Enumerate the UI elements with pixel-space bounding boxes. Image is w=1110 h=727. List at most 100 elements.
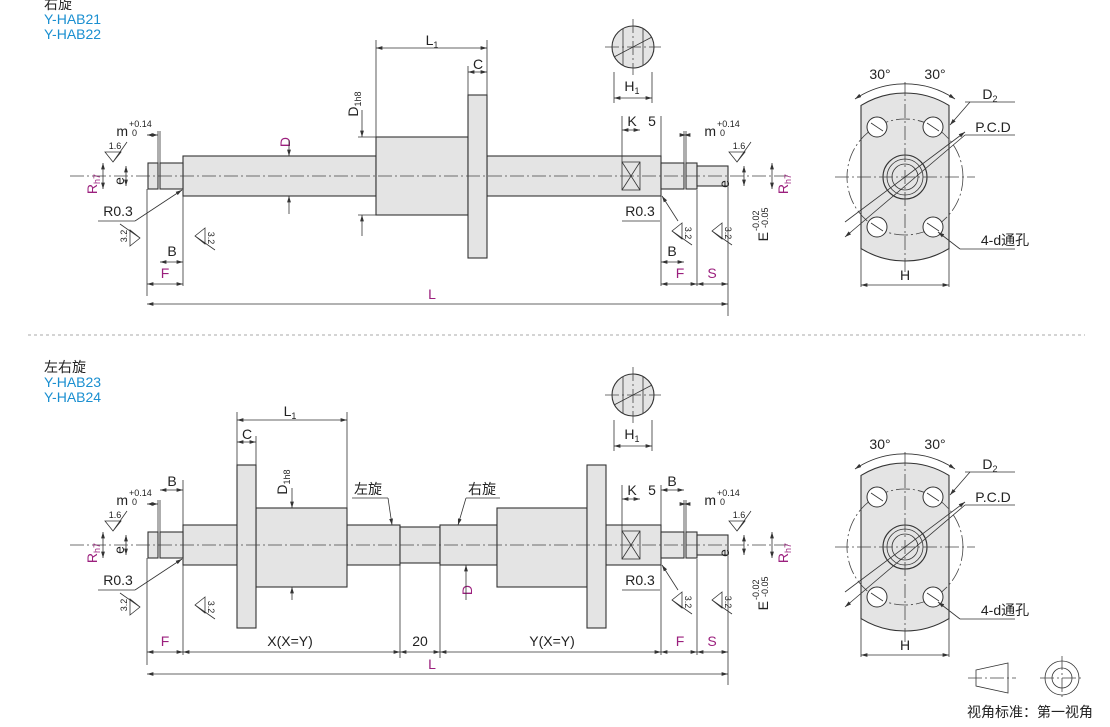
Rh7-label-right: Rh7 xyxy=(775,174,793,194)
B-label-right: B xyxy=(667,243,676,259)
tolerance-lower: -0.05 xyxy=(760,207,770,228)
tolerance-upper: +0.14 xyxy=(129,488,152,498)
D2-label: D2 xyxy=(982,456,997,474)
line xyxy=(926,222,940,232)
roughness-value: 1.6 xyxy=(733,510,746,520)
tolerance-lower: -0.05 xyxy=(760,576,770,597)
label-main: m xyxy=(116,123,128,139)
label-main: m xyxy=(116,492,128,508)
roughness-value: 3.2 xyxy=(206,601,216,614)
line xyxy=(926,592,940,602)
roughness-triangle-icon xyxy=(728,141,752,163)
L-label: L xyxy=(428,656,436,672)
line xyxy=(613,36,653,58)
section-header-left-right-hand: 左右旋 Y-HAB23 Y-HAB24 xyxy=(44,360,101,405)
toleranced-label: m+0.140 xyxy=(116,119,151,139)
label-subscript: 1 xyxy=(635,434,640,444)
nut-body-left xyxy=(255,507,348,588)
surface-roughness-symbol: 3.2 xyxy=(711,591,733,615)
surface-roughness-symbol: 3.2 xyxy=(194,596,216,620)
B-label: B xyxy=(167,243,176,259)
leader-arrow xyxy=(949,471,971,496)
dimension-label: K xyxy=(627,113,637,129)
leader-arrow xyxy=(134,189,183,222)
dimension-label: 5 xyxy=(648,482,656,498)
nut-flange xyxy=(467,94,488,259)
first-angle-cone-icon xyxy=(975,662,1009,694)
angle-label: 30° xyxy=(869,66,890,82)
label-main: D xyxy=(982,456,992,472)
label-main: R xyxy=(775,184,791,194)
tolerance-upper: +0.14 xyxy=(717,488,740,498)
roughness-triangle-icon xyxy=(119,592,141,616)
tolerance-upper: -0.02 xyxy=(751,210,761,231)
toleranced-label: E-0.02-0.05 xyxy=(751,576,771,610)
model-code: Y-HAB22 xyxy=(44,26,102,42)
tolerance-lower: 0 xyxy=(132,497,137,507)
nut-flange-left xyxy=(236,464,257,629)
leader-arrow xyxy=(937,231,961,250)
label-subscript: 1 xyxy=(291,411,296,421)
surface-roughness-symbol: 1.6 xyxy=(728,141,752,163)
leader-arrow xyxy=(387,497,393,526)
dimension-label: R0.3 xyxy=(103,203,133,219)
surface-roughness-symbol: 3.2 xyxy=(119,592,141,616)
holes-label: 4-d通孔 xyxy=(981,232,1029,248)
H1-label: H1 xyxy=(624,426,639,444)
e-label-right: e xyxy=(716,180,732,188)
line xyxy=(870,122,884,132)
surface-roughness-symbol: 3.2 xyxy=(671,591,693,615)
dimension-label: K xyxy=(627,482,637,498)
angle-label: 30° xyxy=(869,436,890,452)
H-label: H xyxy=(900,637,910,653)
surface-roughness-symbol: 3.2 xyxy=(194,227,216,251)
dimension-label: R0.3 xyxy=(625,572,655,588)
H1-label: H1 xyxy=(624,78,639,96)
toleranced-label: E-0.02-0.05 xyxy=(751,207,771,241)
B-label-right: B xyxy=(667,473,676,489)
d2-leader xyxy=(844,131,966,223)
label-subscript: 1h8 xyxy=(282,469,292,484)
roughness-value: 3.2 xyxy=(206,232,216,245)
line xyxy=(613,384,653,406)
S-label: S xyxy=(707,265,716,281)
C-label: C xyxy=(242,426,252,442)
holes-label: 4-d通孔 xyxy=(981,602,1029,618)
dimension-label: e xyxy=(111,546,127,554)
roughness-value: 1.6 xyxy=(109,141,122,151)
surface-roughness-symbol: 1.6 xyxy=(728,510,752,532)
B-label: B xyxy=(167,473,176,489)
toleranced-label: m+0.140 xyxy=(704,488,739,508)
label-main: E xyxy=(755,232,771,241)
line xyxy=(870,222,884,232)
label-main: m xyxy=(704,492,716,508)
roughness-triangle-icon xyxy=(119,223,141,247)
right-hand-thread-label: 右旋 xyxy=(468,481,496,497)
label-subscript: 2 xyxy=(993,464,998,474)
relief-length-label: 20 xyxy=(412,633,428,649)
label-subscript: h7 xyxy=(783,543,793,553)
angle-label: 30° xyxy=(924,66,945,82)
label-main: D xyxy=(982,86,992,102)
tolerance-lower: 0 xyxy=(720,497,725,507)
model-code: Y-HAB23 xyxy=(44,374,102,390)
surface-roughness-symbol: 3.2 xyxy=(119,223,141,247)
angle-label: 30° xyxy=(924,436,945,452)
label-main: R xyxy=(84,553,100,563)
tolerance-lower: 0 xyxy=(720,128,725,138)
surface-roughness-symbol: 1.6 xyxy=(104,510,128,532)
label-main: D xyxy=(274,484,290,494)
leader-arrow xyxy=(134,558,183,591)
model-code: Y-HAB24 xyxy=(44,389,102,405)
Rh7-label: Rh7 xyxy=(84,174,102,194)
label-main: E xyxy=(755,601,771,610)
D-label: D xyxy=(277,137,293,147)
roughness-triangle-icon xyxy=(104,510,128,532)
projection-legend: 视角标准：第一视角 xyxy=(967,656,1093,720)
F-label-right: F xyxy=(676,633,685,649)
surface-roughness-symbol: 3.2 xyxy=(711,222,733,246)
roughness-value: 3.2 xyxy=(683,596,693,609)
